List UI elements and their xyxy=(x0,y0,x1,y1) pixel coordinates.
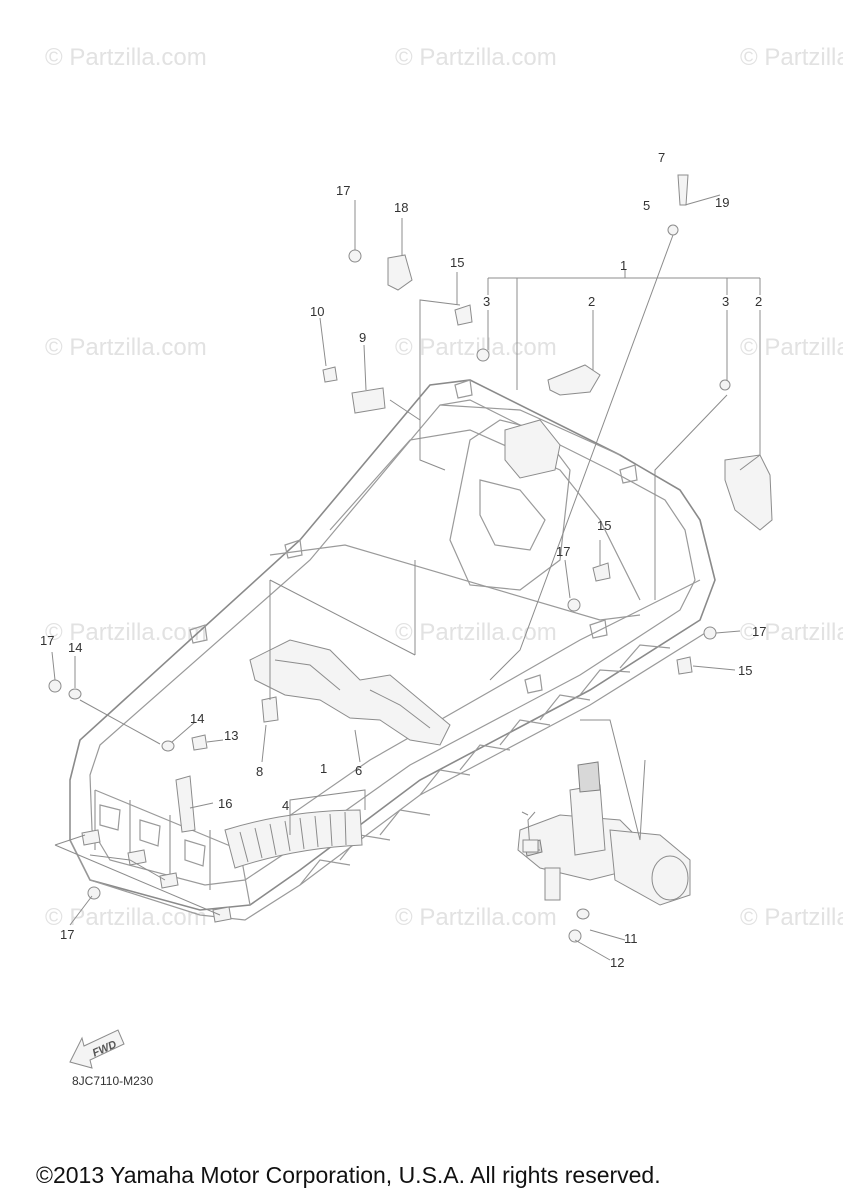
callout-2: 2 xyxy=(588,294,595,309)
watermark: © Partzilla.com xyxy=(45,619,207,646)
callout-15: 15 xyxy=(597,518,611,533)
frame-outer-rail xyxy=(69,379,716,911)
watermark: © Partzilla.com xyxy=(395,904,557,931)
frame-inner-rail xyxy=(89,399,696,886)
watermark: © Partzilla.com xyxy=(395,619,557,646)
decal-hatch xyxy=(239,811,347,863)
fwd-arrow-icon: FWD xyxy=(69,1029,125,1069)
watermark: © Partzilla.com xyxy=(740,619,843,646)
callout-17: 17 xyxy=(556,544,570,559)
frame-drawing: FWD xyxy=(48,174,773,1069)
callout-5: 5 xyxy=(643,198,650,213)
callout-12: 12 xyxy=(610,955,624,970)
frame-seat-opening xyxy=(504,419,561,479)
callouts: 1 2 2 3 3 1 4 5 6 7 8 9 10 11 12 13 14 1… xyxy=(40,150,766,970)
callout-3: 3 xyxy=(722,294,729,309)
callout-13: 13 xyxy=(224,728,238,743)
callout-3: 3 xyxy=(483,294,490,309)
callout-15: 15 xyxy=(738,663,752,678)
callout-1: 1 xyxy=(320,761,327,776)
callout-14: 14 xyxy=(190,711,204,726)
frame-lower-rail xyxy=(69,629,711,921)
watermark: © Partzilla.com xyxy=(395,44,557,71)
watermark: © Partzilla.com xyxy=(740,334,843,361)
callout-18: 18 xyxy=(394,200,408,215)
watermark: © Partzilla.com xyxy=(740,904,843,931)
steering-assembly xyxy=(517,761,691,906)
frame-tab xyxy=(189,379,638,694)
callout-1: 1 xyxy=(620,258,627,273)
callout-10: 10 xyxy=(310,304,324,319)
frame-front-box xyxy=(69,780,211,890)
callout-2: 2 xyxy=(755,294,762,309)
frame-tunnel-detail xyxy=(479,479,546,551)
callout-7: 7 xyxy=(658,150,665,165)
callout-9: 9 xyxy=(359,330,366,345)
callout-17: 17 xyxy=(40,633,54,648)
decal-panel xyxy=(224,809,363,869)
watermark: © Partzilla.com xyxy=(740,44,843,71)
callout-8: 8 xyxy=(256,764,263,779)
callout-11: 11 xyxy=(624,931,638,946)
watermark: © Partzilla.com xyxy=(45,334,207,361)
watermark: © Partzilla.com xyxy=(45,44,207,71)
callout-4: 4 xyxy=(282,798,289,813)
callout-17: 17 xyxy=(60,927,74,942)
watermarks: © Partzilla.com © Partzilla.com © Partzi… xyxy=(45,44,843,931)
callout-17: 17 xyxy=(336,183,350,198)
callout-16: 16 xyxy=(218,796,232,811)
watermark: © Partzilla.com xyxy=(395,334,557,361)
copyright-notice: ©2013 Yamaha Motor Corporation, U.S.A. A… xyxy=(36,1162,661,1188)
frame-center-tunnel xyxy=(449,419,571,591)
floor-cover-detail xyxy=(274,659,431,729)
callout-15: 15 xyxy=(450,255,464,270)
bracket-left xyxy=(547,364,601,396)
callout-19: 19 xyxy=(715,195,729,210)
bracket-right xyxy=(724,454,773,531)
callout-6: 6 xyxy=(355,763,362,778)
callout-17: 17 xyxy=(752,624,766,639)
leader-lines xyxy=(51,194,761,961)
callout-14: 14 xyxy=(68,640,82,655)
diagram-part-code: 8JC7110-M230 xyxy=(72,1074,153,1088)
frame-front-cutouts xyxy=(99,804,206,867)
floor-cover xyxy=(249,639,451,746)
